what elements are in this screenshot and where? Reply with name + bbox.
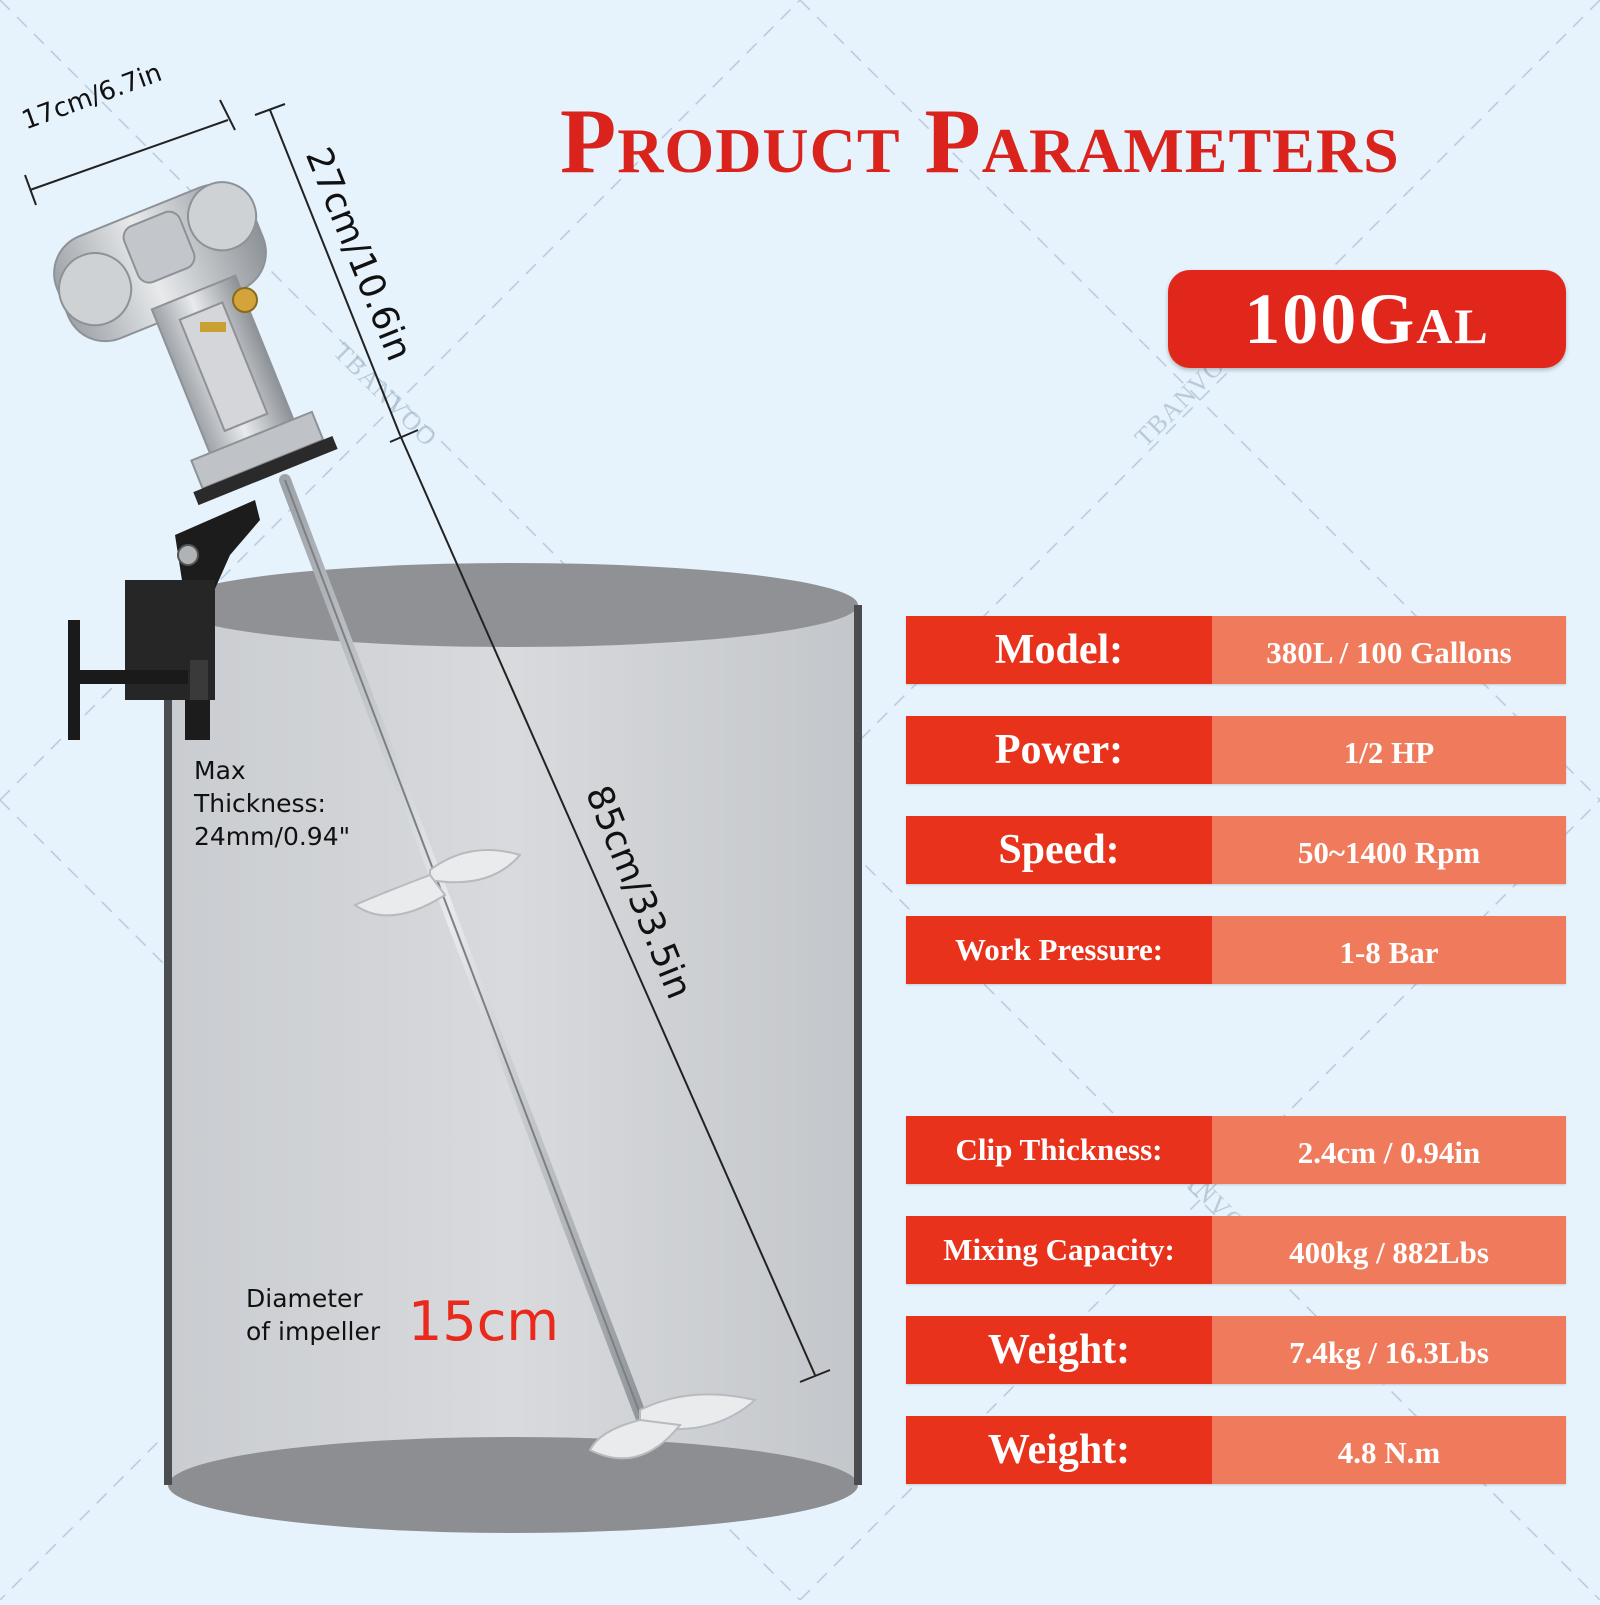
capacity-badge: 100Gal xyxy=(1168,270,1566,368)
impeller-size-value: 15cm xyxy=(408,1290,560,1353)
param-value: 7.4kg / 16.3Lbs xyxy=(1212,1316,1566,1384)
max-thickness-note: Max Thickness: 24mm/0.94" xyxy=(194,754,350,853)
param-row-speed: Speed: 50~1400 Rpm xyxy=(906,816,1566,884)
upper-impeller xyxy=(352,849,522,917)
impeller-note: Diameter of impeller xyxy=(246,1282,380,1348)
capacity-badge-text: 100Gal xyxy=(1244,278,1490,359)
mounting-clamp xyxy=(68,500,260,740)
param-label: Mixing Capacity: xyxy=(906,1216,1212,1284)
air-motor-head xyxy=(53,181,338,506)
impeller-note-line: of impeller xyxy=(246,1317,381,1346)
lower-impeller xyxy=(588,1393,758,1460)
param-row-power: Power: 1/2 HP xyxy=(906,716,1566,784)
param-row-torque: Weight: 4.8 N.m xyxy=(906,1416,1566,1484)
page-title: Product Parameters xyxy=(560,90,1400,192)
param-value: 1-8 Bar xyxy=(1212,916,1566,984)
dimension-lines xyxy=(24,99,831,1383)
drum xyxy=(164,563,862,1533)
max-thickness-line: Thickness: xyxy=(194,789,326,818)
param-row-model: Model: 380L / 100 Gallons xyxy=(906,616,1566,684)
param-row-work-pressure: Work Pressure: 1-8 Bar xyxy=(906,916,1566,984)
param-row-clip-thickness: Clip Thickness: 2.4cm / 0.94in xyxy=(906,1116,1566,1184)
max-thickness-line: 24mm/0.94" xyxy=(194,822,351,851)
param-label: Model: xyxy=(906,616,1212,684)
param-row-mixing-capacity: Mixing Capacity: 400kg / 882Lbs xyxy=(906,1216,1566,1284)
param-label: Weight: xyxy=(906,1316,1212,1384)
param-label: Speed: xyxy=(906,816,1212,884)
param-value: 380L / 100 Gallons xyxy=(1212,616,1566,684)
impeller-note-line: Diameter xyxy=(246,1284,363,1313)
param-label: Weight: xyxy=(906,1416,1212,1484)
param-label: Power: xyxy=(906,716,1212,784)
param-value: 2.4cm / 0.94in xyxy=(1212,1116,1566,1184)
param-label: Work Pressure: xyxy=(906,916,1212,984)
param-row-weight: Weight: 7.4kg / 16.3Lbs xyxy=(906,1316,1566,1384)
param-value: 1/2 HP xyxy=(1212,716,1566,784)
param-label: Clip Thickness: xyxy=(906,1116,1212,1184)
param-value: 400kg / 882Lbs xyxy=(1212,1216,1566,1284)
max-thickness-line: Max xyxy=(194,756,246,785)
param-value: 4.8 N.m xyxy=(1212,1416,1566,1484)
param-value: 50~1400 Rpm xyxy=(1212,816,1566,884)
